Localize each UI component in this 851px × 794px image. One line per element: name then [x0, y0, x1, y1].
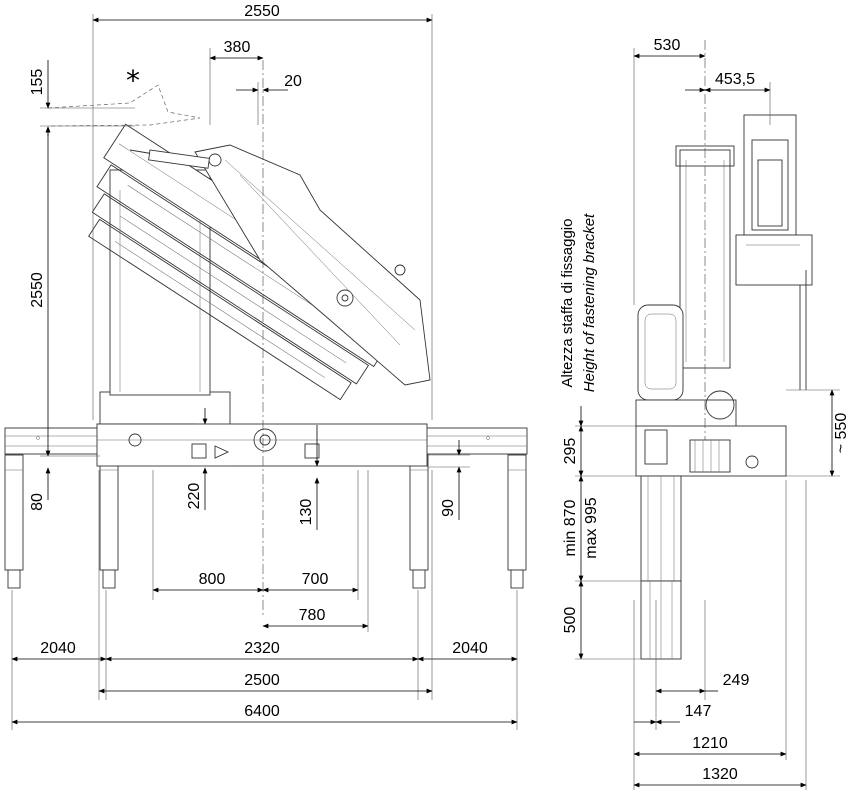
front-cover: [637, 304, 684, 401]
dim-pivot-low: 130: [298, 499, 315, 526]
dim-overall-span: 6400: [244, 703, 280, 720]
dim-overall-height: 2550: [29, 272, 46, 308]
crane-outer-arm: [194, 144, 431, 386]
dim-base-span: 2500: [244, 672, 280, 689]
front-dimension-lines: [575, 48, 840, 790]
front-base: [635, 390, 787, 477]
dim-half-width: 530: [654, 37, 681, 54]
bracket-label-english: Height of fastening bracket: [581, 213, 598, 392]
dim-offset-249: 249: [723, 672, 750, 689]
side-dimension-lines: [11, 14, 518, 730]
dim-leg-depth: 500: [562, 607, 579, 634]
dim-foot-height: 80: [29, 493, 46, 511]
dim-outrigger-right: 2040: [452, 640, 488, 657]
dim-total-width: 2550: [244, 3, 280, 20]
dim-bracket-min: min 870: [562, 499, 579, 556]
dim-column-offset: 453,5: [715, 71, 755, 88]
dim-axis-offset: 20: [284, 73, 302, 90]
dim-top-offset: 380: [224, 39, 251, 56]
front-boom: [735, 114, 813, 390]
dim-width-1320: 1320: [702, 766, 738, 783]
dim-pivot-height: 220: [186, 483, 203, 510]
bracket-label-italian: Altezza staffa di fissaggio: [559, 219, 576, 388]
dim-outrigger-center: 2320: [244, 640, 280, 657]
dim-body-height: ~ 550: [833, 413, 850, 454]
boom-tip-phantom: [47, 84, 201, 127]
dim-outrigger-left: 2040: [40, 640, 76, 657]
dim-right-foot: 90: [440, 499, 457, 517]
phantom-asterisk: *: [126, 64, 140, 97]
dim-offset-147: 147: [685, 703, 712, 720]
dim-width-1210: 1210: [692, 735, 728, 752]
dim-bracket-max: max 995: [583, 497, 600, 558]
dim-base-right: 700: [302, 571, 329, 588]
front-leg: [640, 475, 682, 660]
outrigger-legs: [4, 454, 527, 589]
dim-tip-height: 155: [29, 69, 46, 96]
crane-base: [96, 391, 428, 467]
dim-frame-height: 295: [562, 438, 579, 465]
crane-cylinder: [129, 149, 210, 169]
dim-base-reach: 780: [299, 607, 326, 624]
front-view: 530 453,5 295 min 870 max 995 500 ~ 550 …: [559, 37, 850, 790]
dim-base-left: 800: [199, 571, 226, 588]
side-view: 2550 380 20 * 155 2550 80 220 130 90 800…: [4, 3, 528, 730]
